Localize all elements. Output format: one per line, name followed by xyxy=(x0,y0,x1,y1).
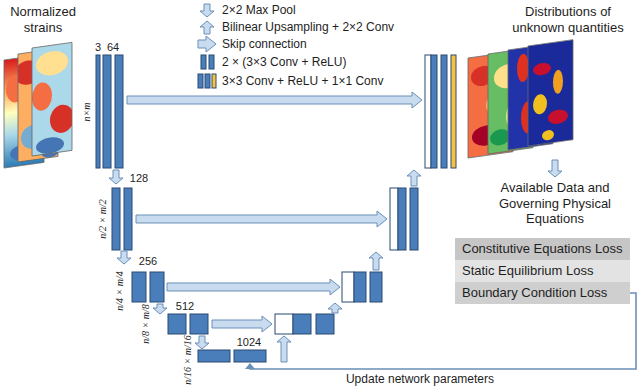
field-blob xyxy=(517,53,529,83)
feature-map xyxy=(112,188,120,250)
resolution-label: n/4 × m/4 xyxy=(114,271,126,311)
field-ground xyxy=(528,40,573,146)
channel-count: 256 xyxy=(135,255,161,268)
feature-map xyxy=(103,55,111,168)
field-border xyxy=(528,40,573,146)
legend-text: Bilinear Upsampling + 2×2 Conv xyxy=(222,20,394,34)
skip-arrow xyxy=(198,36,216,52)
field-content xyxy=(528,40,573,146)
skip-arrow xyxy=(127,92,422,108)
feature-map xyxy=(390,188,398,250)
field-ground xyxy=(32,42,72,156)
feature-map xyxy=(115,55,123,168)
physics-heading: Available Data and Governing Physical Eq… xyxy=(478,180,632,227)
field-blob xyxy=(553,69,563,94)
feature-map xyxy=(96,55,100,168)
feature-map xyxy=(441,55,447,168)
feature-map xyxy=(398,188,406,250)
feature-map xyxy=(234,350,266,362)
channel-count: 3 xyxy=(92,41,104,54)
upsample-arrow xyxy=(200,21,214,34)
feature-map xyxy=(205,74,210,88)
channel-count: 1024 xyxy=(232,336,266,349)
feature-map xyxy=(451,55,456,168)
loss-box: Static Equilibrium Loss xyxy=(455,260,630,282)
skip-arrow xyxy=(212,316,272,332)
feature-map xyxy=(342,272,354,302)
feature-map xyxy=(201,55,206,69)
figure-title: Distributions of unknown quantities xyxy=(498,4,638,35)
feature-map xyxy=(425,55,431,168)
feedback-label: Update network parameters xyxy=(320,372,520,386)
figure-title: Normalized strains xyxy=(2,4,84,35)
feature-map xyxy=(370,272,382,302)
feature-map xyxy=(132,272,146,302)
pool-arrow xyxy=(195,336,209,349)
feature-map xyxy=(431,55,437,168)
field-blob xyxy=(533,62,551,77)
feature-map xyxy=(354,272,366,302)
legend-text: 3×3 Conv + ReLU + 1×1 Conv xyxy=(222,74,383,88)
resolution-label: n×m xyxy=(81,103,93,122)
feature-map xyxy=(410,188,418,250)
loss-label: Static Equilibrium Loss xyxy=(462,263,623,279)
pool-arrow xyxy=(153,304,167,314)
resolution-label: n/8 × m/8 xyxy=(140,304,152,344)
legend-text: 2×2 Max Pool xyxy=(222,3,296,17)
feature-map xyxy=(150,272,164,302)
field-blob xyxy=(50,103,72,134)
feature-map xyxy=(124,188,132,250)
feedback-head xyxy=(245,363,255,369)
feature-map xyxy=(198,74,203,88)
feature-map xyxy=(198,350,230,362)
field-content xyxy=(32,42,72,156)
feature-map xyxy=(190,314,208,334)
upsample-arrow xyxy=(407,170,421,186)
field-blob xyxy=(36,49,68,77)
field-panel xyxy=(32,42,74,156)
channel-count: 512 xyxy=(172,300,198,313)
channel-count: 64 xyxy=(101,41,125,54)
upsample-arrow xyxy=(277,336,291,362)
resolution-label: n/2 × m/2 xyxy=(97,199,109,239)
field-blob xyxy=(533,93,547,115)
field-blob xyxy=(32,81,52,112)
feature-map xyxy=(316,314,334,334)
field-panel xyxy=(528,40,573,146)
field-blob xyxy=(548,108,568,125)
loss-box: Constitutive Equations Loss xyxy=(455,238,630,260)
resolution-label: n/16 × m/16 xyxy=(182,335,194,385)
skip-arrow xyxy=(167,279,340,295)
legend-text: Skip connection xyxy=(222,37,307,51)
loss-label: Constitutive Equations Loss xyxy=(462,241,623,257)
feature-map xyxy=(209,55,214,69)
upsample-arrow xyxy=(369,252,383,270)
field-blob xyxy=(490,128,510,147)
feature-map xyxy=(275,314,293,334)
pool-arrow xyxy=(200,4,214,17)
pool-arrow xyxy=(548,160,562,177)
loss-box: Boundary Condition Loss xyxy=(455,282,630,304)
pool-arrow xyxy=(109,170,123,184)
channel-count: 128 xyxy=(126,172,152,185)
upsample-arrow xyxy=(328,303,342,313)
pool-arrow xyxy=(117,251,131,264)
feature-map xyxy=(212,74,216,88)
feature-map xyxy=(168,314,186,334)
feature-map xyxy=(293,314,311,334)
field-border xyxy=(32,42,72,156)
field-blob xyxy=(542,129,554,141)
skip-arrow xyxy=(136,211,387,227)
legend-text: 2 × (3×3 Conv + ReLU) xyxy=(222,55,346,69)
feedback-line xyxy=(250,293,636,369)
loss-label: Boundary Condition Loss xyxy=(462,285,623,301)
